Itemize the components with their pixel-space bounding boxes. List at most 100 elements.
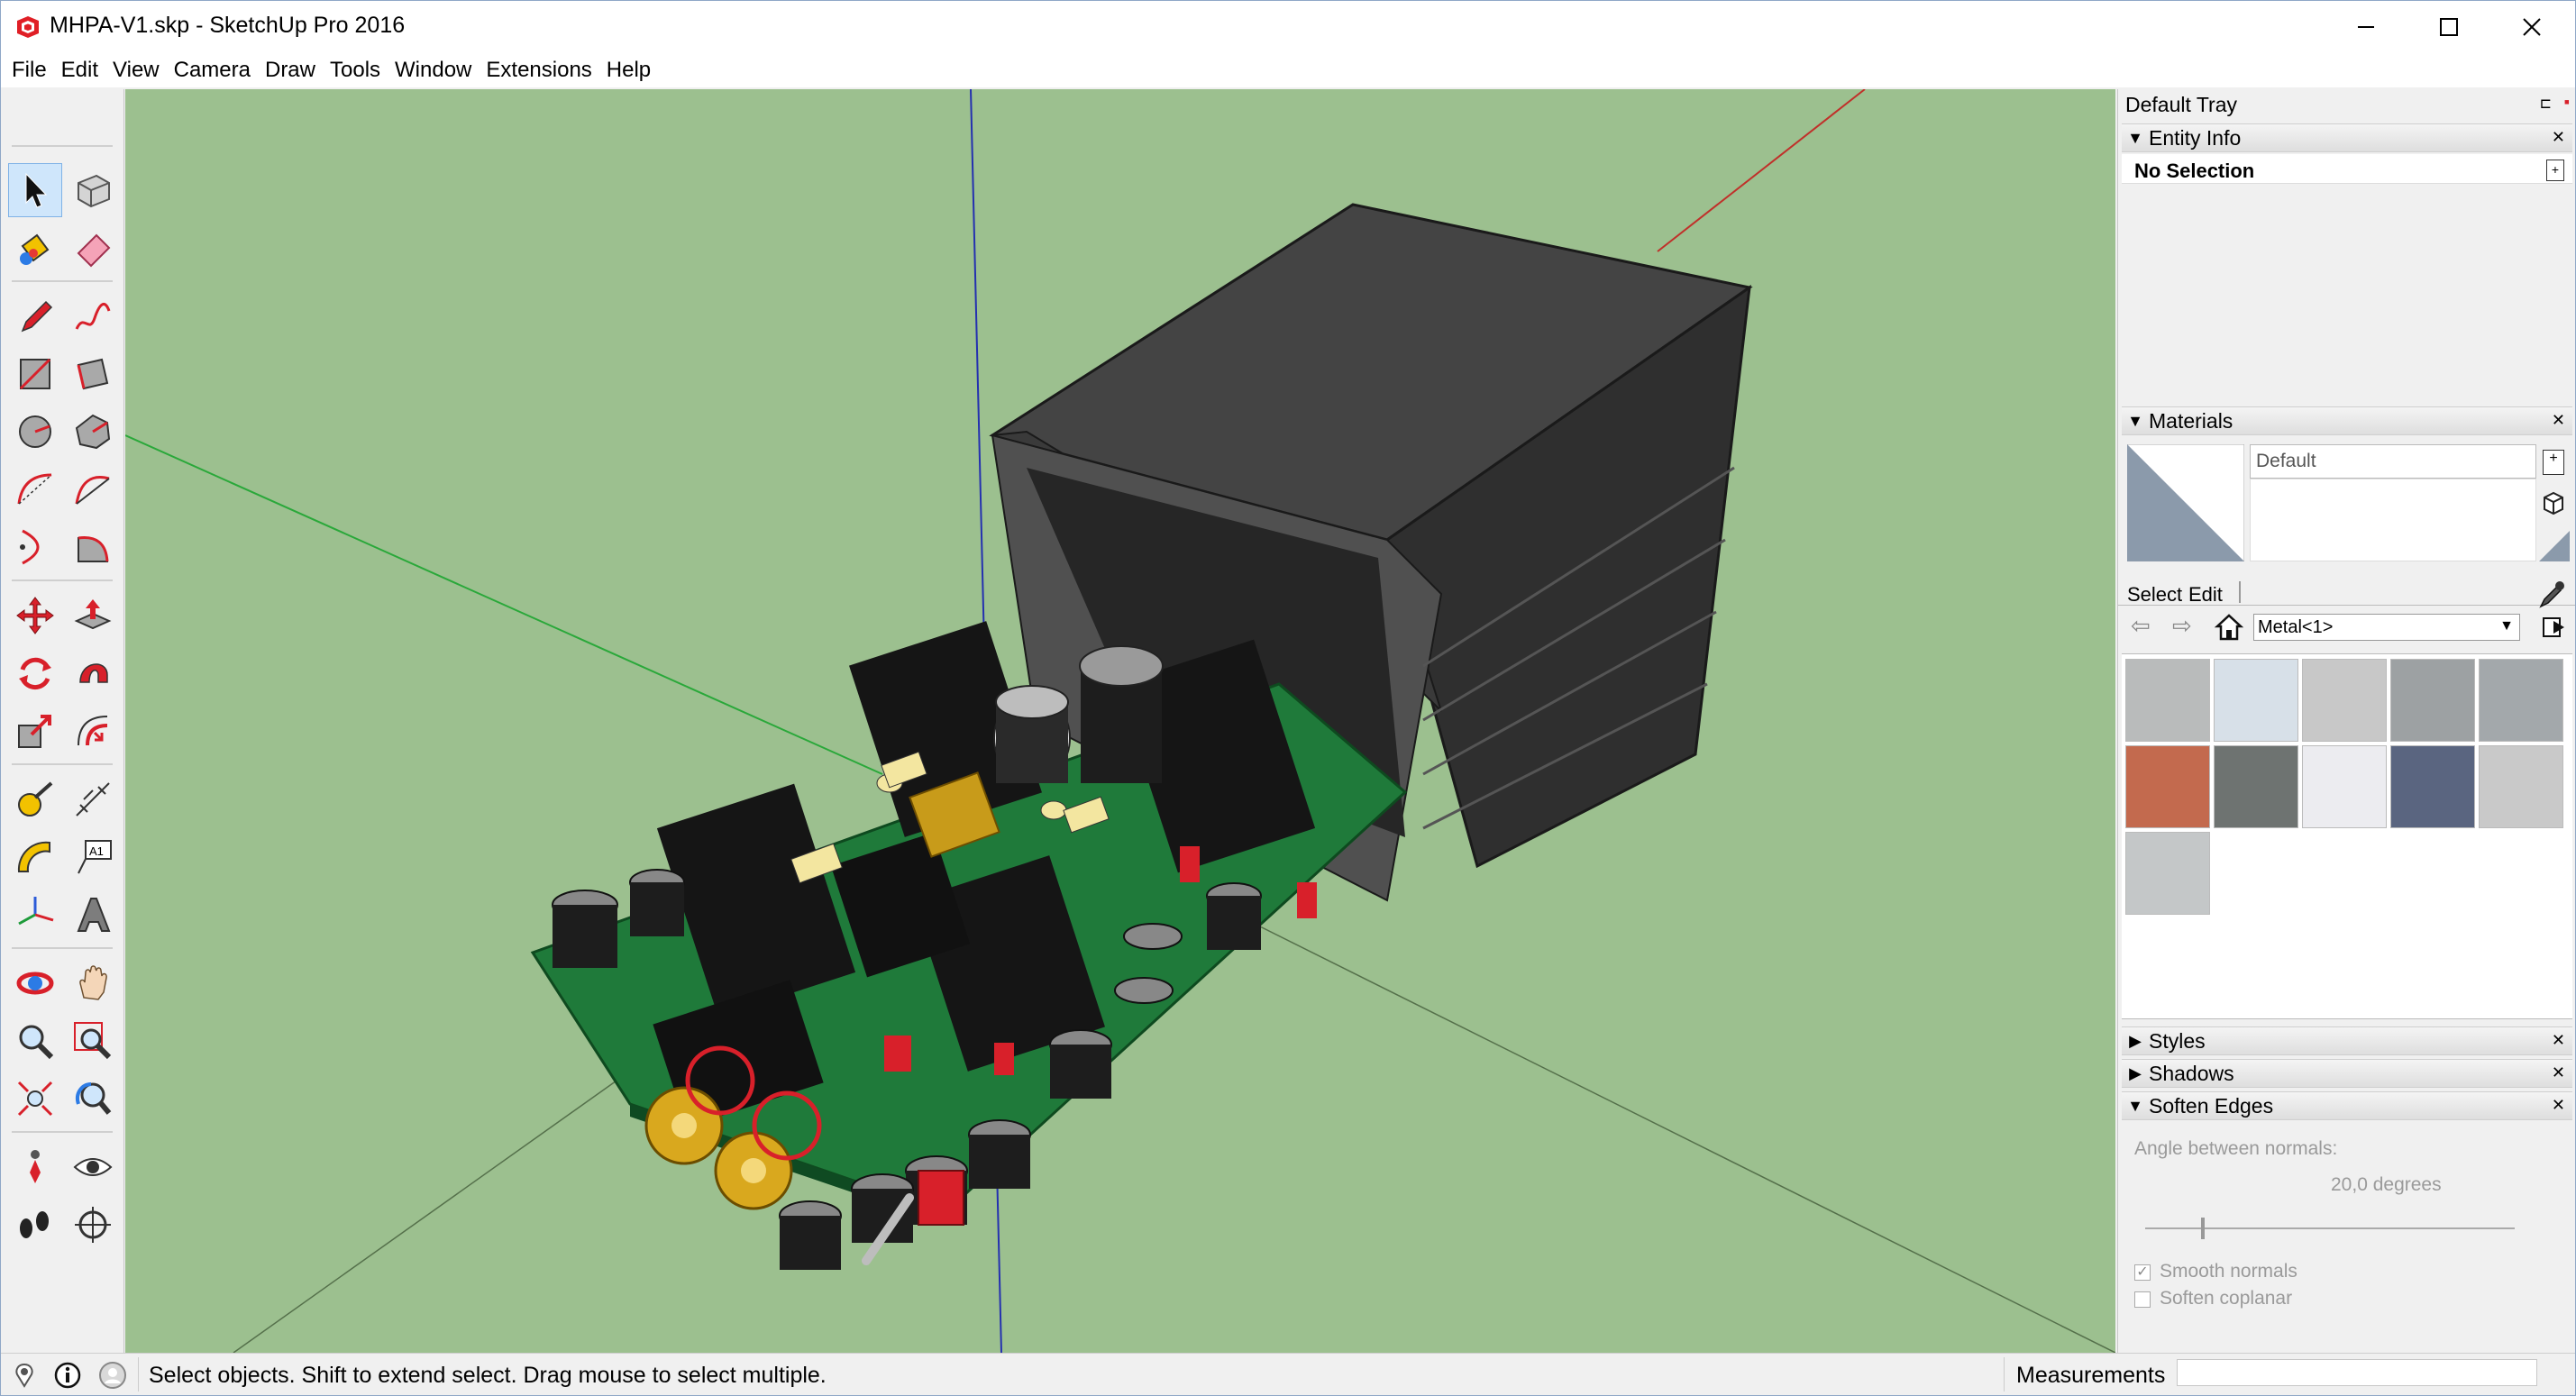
- material-paint-cube-icon[interactable]: [2541, 489, 2566, 516]
- follow-me-tool-button[interactable]: [66, 646, 120, 700]
- styles-header[interactable]: ▶ Styles ✕: [2122, 1026, 2572, 1055]
- dimension-tool-button[interactable]: [66, 772, 120, 826]
- protractor-tool-button[interactable]: [8, 830, 62, 884]
- menu-draw[interactable]: Draw: [264, 58, 315, 82]
- user-account-icon[interactable]: [98, 1361, 127, 1390]
- collapsed-triangle-icon: ▶: [2129, 1031, 2142, 1050]
- select-tool-button[interactable]: [8, 163, 62, 217]
- menu-file[interactable]: File: [12, 58, 47, 82]
- rectangle-tool-button[interactable]: [8, 347, 62, 401]
- 3d-text-tool-button[interactable]: [66, 888, 120, 942]
- offset-tool-button[interactable]: [66, 704, 120, 758]
- materials-header[interactable]: ▼ Materials ✕: [2122, 406, 2572, 435]
- entity-info-header[interactable]: ▼ Entity Info ✕: [2122, 123, 2572, 152]
- freehand-tool-button[interactable]: [66, 289, 120, 343]
- three-point-arc-tool-button[interactable]: [8, 520, 62, 574]
- make-component-tool-button[interactable]: [66, 163, 120, 217]
- polygon-tool-button[interactable]: [66, 405, 120, 459]
- sample-paint-eyedropper-icon[interactable]: [2535, 579, 2566, 610]
- home-icon[interactable]: [2214, 612, 2244, 643]
- soften-edges-header[interactable]: ▼ Soften Edges ✕: [2122, 1091, 2572, 1120]
- smooth-normals-checkbox[interactable]: ✓: [2134, 1264, 2151, 1281]
- menu-extensions[interactable]: Extensions: [486, 58, 592, 82]
- close-button[interactable]: [2490, 1, 2573, 53]
- swatch-metal-blue-grate[interactable]: [2390, 745, 2475, 828]
- shadows-header[interactable]: ▶ Shadows ✕: [2122, 1059, 2572, 1088]
- panel-close-icon[interactable]: ✕: [2551, 1096, 2565, 1114]
- entity-info-details-icon[interactable]: +: [2546, 160, 2564, 181]
- rotated-rectangle-tool-button[interactable]: [66, 347, 120, 401]
- zoom-tool-button[interactable]: [8, 1014, 62, 1068]
- swatch-metal-silver[interactable]: [2125, 832, 2210, 915]
- previous-view-tool-button[interactable]: [66, 1072, 120, 1126]
- orbit-tool-button[interactable]: [8, 956, 62, 1010]
- circle-tool-button[interactable]: [8, 405, 62, 459]
- tray-close-icon[interactable]: ▪: [2563, 93, 2570, 111]
- arc-tool-button[interactable]: [8, 462, 62, 516]
- credits-info-icon[interactable]: [53, 1361, 82, 1390]
- minimize-button[interactable]: [2325, 1, 2407, 53]
- material-name-field[interactable]: Default: [2250, 444, 2536, 479]
- panel-close-icon[interactable]: ✕: [2551, 411, 2565, 429]
- walk-tool-button[interactable]: [8, 1198, 62, 1252]
- materials-tab-select[interactable]: Select: [2127, 583, 2183, 606]
- swatch-metal-dark-steel[interactable]: [2479, 659, 2563, 742]
- swatch-metal-gunmetal[interactable]: [2214, 745, 2298, 828]
- pie-tool-button[interactable]: [66, 520, 120, 574]
- text-tool-button[interactable]: A1: [66, 830, 120, 884]
- push-pull-tool-button[interactable]: [66, 589, 120, 643]
- menu-edit[interactable]: Edit: [60, 58, 99, 82]
- swatch-metal-chrome[interactable]: [2302, 659, 2387, 742]
- position-camera-tool-button[interactable]: [8, 1140, 62, 1194]
- close-icon: [2523, 18, 2541, 36]
- title-bar[interactable]: MHPA-V1.skp - SketchUp Pro 2016: [1, 1, 2575, 53]
- menu-camera[interactable]: Camera: [173, 58, 251, 82]
- rotate-tool-button[interactable]: [8, 646, 62, 700]
- eraser-tool-button[interactable]: [66, 221, 120, 275]
- two-point-arc-tool-button[interactable]: [66, 462, 120, 516]
- panel-close-icon[interactable]: ✕: [2551, 1063, 2565, 1081]
- menu-help[interactable]: Help: [606, 58, 652, 82]
- move-tool-button[interactable]: [8, 589, 62, 643]
- zoom-extents-tool-button[interactable]: [8, 1072, 62, 1126]
- tape-measure-tool-button[interactable]: [8, 772, 62, 826]
- back-arrow-icon[interactable]: ⇦: [2131, 612, 2151, 639]
- scale-tool-button[interactable]: [8, 704, 62, 758]
- line-tool-button[interactable]: [8, 289, 62, 343]
- material-library-select[interactable]: Metal<1> ▼: [2253, 614, 2520, 641]
- pan-tool-button[interactable]: [66, 956, 120, 1010]
- materials-tab-edit[interactable]: Edit: [2188, 583, 2223, 606]
- create-material-icon[interactable]: +: [2543, 450, 2564, 475]
- measurements-input[interactable]: [2177, 1359, 2537, 1386]
- swatch-metal-frosted[interactable]: [2214, 659, 2298, 742]
- axes-tool-button[interactable]: [8, 888, 62, 942]
- look-around-tool-button[interactable]: [66, 1140, 120, 1194]
- details-arrow-icon[interactable]: [2541, 614, 2568, 641]
- footprints-icon: [20, 1211, 49, 1238]
- panel-close-icon[interactable]: ✕: [2551, 128, 2565, 146]
- swatch-metal-brushed[interactable]: [2125, 659, 2210, 742]
- zoom-window-tool-button[interactable]: [66, 1014, 120, 1068]
- angle-between-normals-label: Angle between normals:: [2134, 1138, 2338, 1159]
- swatch-metal-tread[interactable]: [2479, 745, 2563, 828]
- menu-window[interactable]: Window: [395, 58, 472, 82]
- maximize-button[interactable]: [2407, 1, 2490, 53]
- tray-pin-icon[interactable]: ⊏: [2539, 96, 2552, 112]
- soften-coplanar-checkbox[interactable]: [2134, 1291, 2151, 1308]
- forward-arrow-icon[interactable]: ⇨: [2172, 612, 2192, 639]
- section-plane-tool-button[interactable]: [66, 1198, 120, 1252]
- swatch-metal-diamond-plate[interactable]: [2390, 659, 2475, 742]
- angle-slider-thumb[interactable]: [2200, 1218, 2205, 1239]
- swatch-metal-rusted[interactable]: [2125, 745, 2210, 828]
- 3d-viewport[interactable]: [125, 89, 2115, 1353]
- section-plane-icon: [75, 1207, 111, 1243]
- swatch-metal-white[interactable]: [2302, 745, 2387, 828]
- panel-close-icon[interactable]: ✕: [2551, 1031, 2565, 1049]
- geo-location-icon[interactable]: [10, 1361, 39, 1390]
- menu-tools[interactable]: Tools: [330, 58, 381, 82]
- paint-bucket-tool-button[interactable]: [8, 221, 62, 275]
- menu-view[interactable]: View: [113, 58, 160, 82]
- angle-slider-track[interactable]: [2145, 1227, 2515, 1229]
- toolbar-grip[interactable]: [12, 145, 113, 151]
- component-icon: [78, 174, 110, 208]
